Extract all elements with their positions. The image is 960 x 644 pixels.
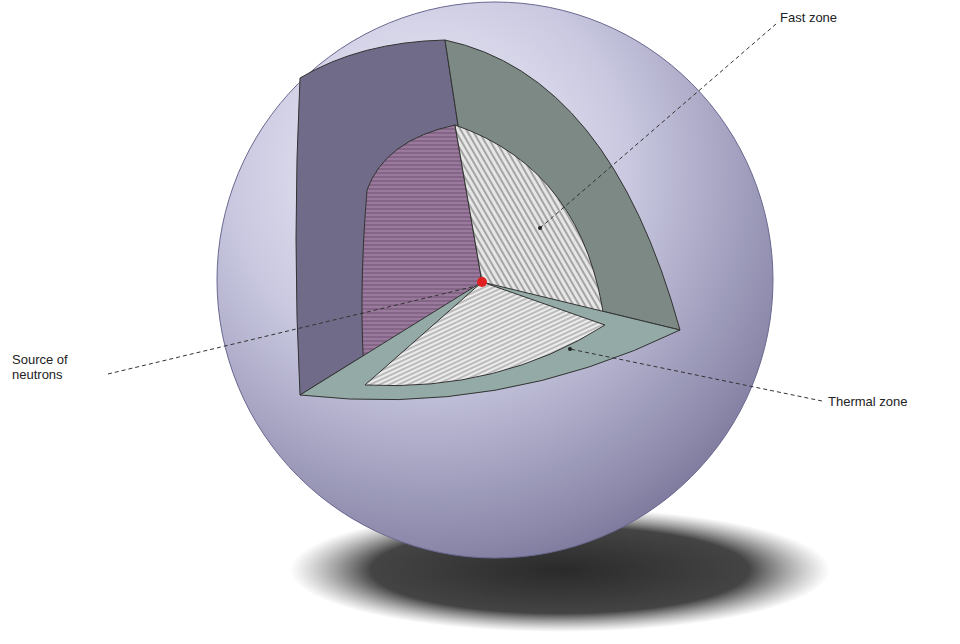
leader-dot xyxy=(538,226,542,230)
right-thermal-face xyxy=(445,40,680,330)
zone-label: Source of neutrons xyxy=(12,352,84,382)
zone-label: Thermal zone xyxy=(828,394,948,409)
sphere xyxy=(217,2,773,558)
bottom-fast-face xyxy=(365,282,605,386)
leader-line xyxy=(108,286,476,374)
leader-dot xyxy=(568,347,572,351)
leader-line xyxy=(540,24,776,228)
leader-line xyxy=(570,349,822,401)
bottom-thermal-face xyxy=(300,282,680,400)
zone-label: Fast zone xyxy=(780,10,900,25)
neutron-source-dot xyxy=(477,277,487,287)
